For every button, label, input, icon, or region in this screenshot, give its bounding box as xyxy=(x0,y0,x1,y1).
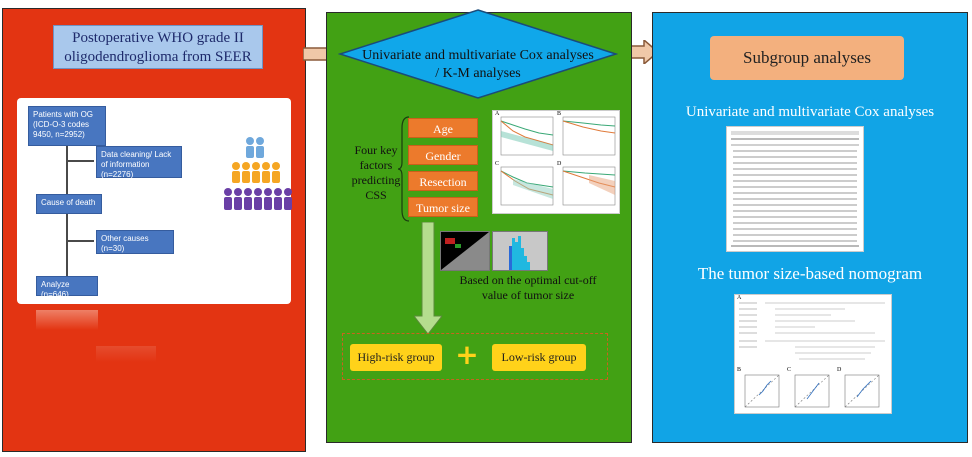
km-panel-letter: B xyxy=(557,111,562,117)
km-curves-graphic xyxy=(500,116,616,206)
nomogram-panel-letter: D xyxy=(837,367,842,373)
cutoff-heatmap-graphic xyxy=(441,232,489,270)
plus-icon: + xyxy=(455,338,479,371)
flow-exclusion-node-2: Other causes (n=30) xyxy=(96,230,174,254)
flow-connector xyxy=(66,146,68,194)
high-risk-group-box: High-risk group xyxy=(350,344,442,371)
cutoff-heatmap-thumbnail xyxy=(440,231,490,271)
km-curves-figure: A B C D xyxy=(492,110,620,214)
flow-connector xyxy=(66,214,68,276)
cutoff-text-line2: value of tumor size xyxy=(481,288,575,302)
flow-reflection xyxy=(96,346,156,362)
left-title-line1: Postoperative WHO grade II xyxy=(72,30,244,46)
km-panel-letter: D xyxy=(557,161,562,167)
flow-connector xyxy=(66,160,94,162)
flow-analyze-node: Analyze (n=646) xyxy=(36,276,98,299)
flow-patients-node: Patients with OG (ICD-O-3 codes 9450, n=… xyxy=(28,106,106,146)
km-panel-letter: A xyxy=(495,111,500,117)
km-panel-letter: C xyxy=(495,161,500,167)
nomogram-graphic xyxy=(739,302,885,408)
factor-gender: Gender xyxy=(408,145,478,165)
nomogram-panel-letter: A xyxy=(737,295,742,301)
nomogram-heading: The tumor size-based nomogram xyxy=(697,264,923,283)
nomogram-panel-letter: C xyxy=(787,367,792,373)
cutoff-text-line1: Based on the optimal cut-off xyxy=(459,273,597,287)
flow-reflection xyxy=(36,310,98,330)
cutoff-histogram-thumbnail xyxy=(492,231,548,271)
bracket-shape xyxy=(398,116,410,222)
cox-table-graphic xyxy=(731,131,859,247)
low-risk-group-box: Low-risk group xyxy=(492,344,586,371)
factor-tumor-size: Tumor size xyxy=(408,197,478,217)
flow-connector xyxy=(66,240,94,242)
middle-title-line1: Univariate and multivariate Cox analyses xyxy=(362,48,594,63)
left-title-line2: oligodendroglioma from SEER xyxy=(64,49,252,65)
flow-exclusion-node-1: Data cleaning/ Lack of information (n=22… xyxy=(96,146,182,179)
risk-groups-frame xyxy=(342,333,608,380)
left-title-box: Postoperative WHO grade II oligodendrogl… xyxy=(53,25,263,69)
title-diamond-shape xyxy=(338,9,618,99)
key-factors-label: Four key factors predicting CSS xyxy=(351,143,401,202)
subgroup-title-box: Subgroup analyses xyxy=(710,36,904,80)
cox-table-figure xyxy=(726,126,864,252)
cox-heading: Univariate and multivariate Cox analyses xyxy=(685,104,935,120)
middle-title-line2: / K-M analyses xyxy=(435,66,521,81)
arrow-down-icon xyxy=(414,222,442,334)
people-pyramid-icon xyxy=(224,137,292,210)
cutoff-histogram-graphic xyxy=(509,236,530,270)
factor-resection: Resection xyxy=(408,171,478,191)
flow-cause-node: Cause of death xyxy=(36,194,102,214)
nomogram-figure: A B C D xyxy=(734,294,892,414)
factor-age: Age xyxy=(408,118,478,138)
nomogram-panel-letter: B xyxy=(737,367,742,373)
